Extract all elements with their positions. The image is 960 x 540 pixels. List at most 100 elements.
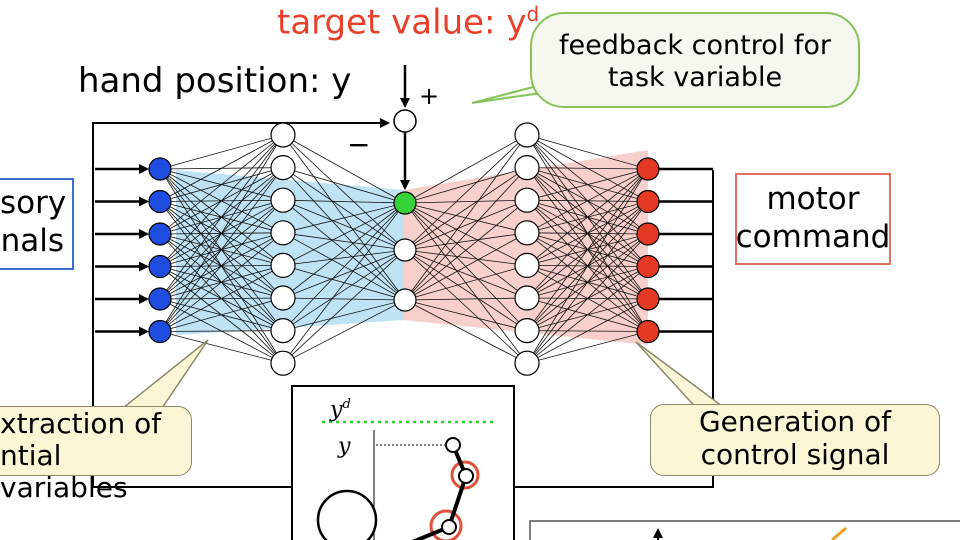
- feedback-callout: [530, 12, 860, 108]
- target-value-label: target value: yd: [277, 2, 539, 42]
- connection-line: [404, 265, 528, 301]
- extraction-callout-text: xtraction of ntial variables: [0, 408, 182, 504]
- connection-line: [404, 249, 528, 266]
- hidden-node-left: [270, 252, 296, 278]
- network-connections: [159, 134, 649, 364]
- connection-line: [159, 134, 284, 300]
- hidden-node-right: [514, 285, 540, 311]
- plus-sign: +: [419, 82, 440, 110]
- target-value-superscript: d: [526, 2, 540, 26]
- task-variable-node: [393, 191, 417, 215]
- connection-line: [159, 134, 284, 170]
- output-node: [636, 189, 660, 214]
- connection-line: [282, 299, 406, 364]
- connection-line: [159, 134, 284, 267]
- connection-line: [159, 199, 284, 332]
- generation-line-1: Generation of: [698, 405, 892, 438]
- output-node: [636, 157, 660, 181]
- feedback-line-2: task variable: [607, 62, 783, 93]
- motor-command-text: motor command: [735, 180, 891, 256]
- sensory-input-arrows: [95, 164, 149, 337]
- connection-line: [282, 134, 406, 204]
- hidden-node-right: [514, 350, 540, 376]
- connection-line: [404, 249, 528, 364]
- connection-line: [404, 299, 528, 331]
- input-node: [148, 319, 172, 344]
- hidden-node-left: [270, 285, 296, 311]
- connection-line: [282, 232, 406, 251]
- connection-line: [404, 134, 528, 251]
- connection-line: [526, 168, 649, 299]
- connection-line: [282, 202, 406, 364]
- connection-line: [526, 168, 649, 364]
- connection-line: [282, 167, 406, 204]
- connection-line: [404, 249, 528, 299]
- connection-line: [282, 134, 406, 251]
- output-node: [636, 254, 660, 279]
- inset-yd-label: yd: [330, 397, 351, 422]
- feedback-loop-frame: [92, 118, 390, 487]
- connection-line: [404, 299, 528, 364]
- input-node: [148, 189, 172, 214]
- connection-line: [404, 167, 528, 204]
- connection-line: [282, 202, 406, 331]
- next-panel-orange-mark: [831, 526, 847, 540]
- input-node: [148, 222, 172, 246]
- connection-line: [282, 299, 406, 331]
- motor-command-box: [735, 173, 891, 265]
- connection-line: [526, 266, 649, 364]
- connection-line: [282, 249, 406, 299]
- connection-line: [526, 201, 649, 364]
- output-node: [636, 287, 660, 311]
- network-nodes: [148, 122, 660, 376]
- connection-line: [159, 134, 284, 202]
- connection-line: [159, 265, 284, 332]
- sensory-signals-box: [0, 178, 74, 270]
- hidden-node-right: [514, 220, 540, 246]
- connection-line: [282, 199, 406, 251]
- connection-line: [159, 330, 284, 332]
- connection-line: [282, 167, 406, 251]
- connection-line: [526, 168, 649, 266]
- target-value-text: target value: y: [277, 2, 527, 43]
- robot-arm: [411, 437, 480, 540]
- generation-line-2: control signal: [700, 438, 890, 471]
- output-node: [636, 319, 660, 344]
- connection-line: [159, 331, 284, 364]
- comparator-node: [393, 109, 417, 133]
- connection-line: [282, 202, 406, 234]
- hand-position-label: hand position: y: [78, 61, 352, 101]
- connection-line: [404, 199, 528, 204]
- feedback-line-1: feedback control for: [559, 30, 831, 61]
- connection-line: [282, 202, 406, 299]
- connection-line: [282, 249, 406, 266]
- sensory-line-2: nals: [0, 223, 64, 259]
- generation-callout-text: Generation of control signal: [660, 405, 930, 471]
- connection-line: [404, 249, 528, 331]
- connection-line: [282, 249, 406, 364]
- connection-line: [526, 168, 649, 234]
- center-node: [393, 238, 417, 262]
- inset-yd-sup: d: [342, 397, 351, 412]
- sensory-line-1: sory: [0, 185, 67, 221]
- hidden-node-right: [514, 187, 540, 213]
- extraction-line-1: xtraction of: [0, 407, 162, 440]
- input-node: [148, 254, 172, 279]
- connection-line: [404, 232, 528, 251]
- extraction-line-2: ntial variables: [0, 439, 128, 504]
- connection-line: [159, 134, 284, 235]
- connection-line: [404, 134, 528, 301]
- connection-line: [404, 167, 528, 251]
- connection-line: [404, 134, 528, 204]
- connection-line: [404, 167, 528, 301]
- connection-line: [159, 297, 284, 332]
- connection-line: [526, 168, 649, 201]
- connection-line: [159, 167, 284, 332]
- connection-line: [282, 199, 406, 204]
- input-node: [148, 287, 172, 311]
- connection-line: [526, 233, 649, 364]
- hidden-node-left: [270, 122, 296, 148]
- connection-line: [404, 199, 528, 301]
